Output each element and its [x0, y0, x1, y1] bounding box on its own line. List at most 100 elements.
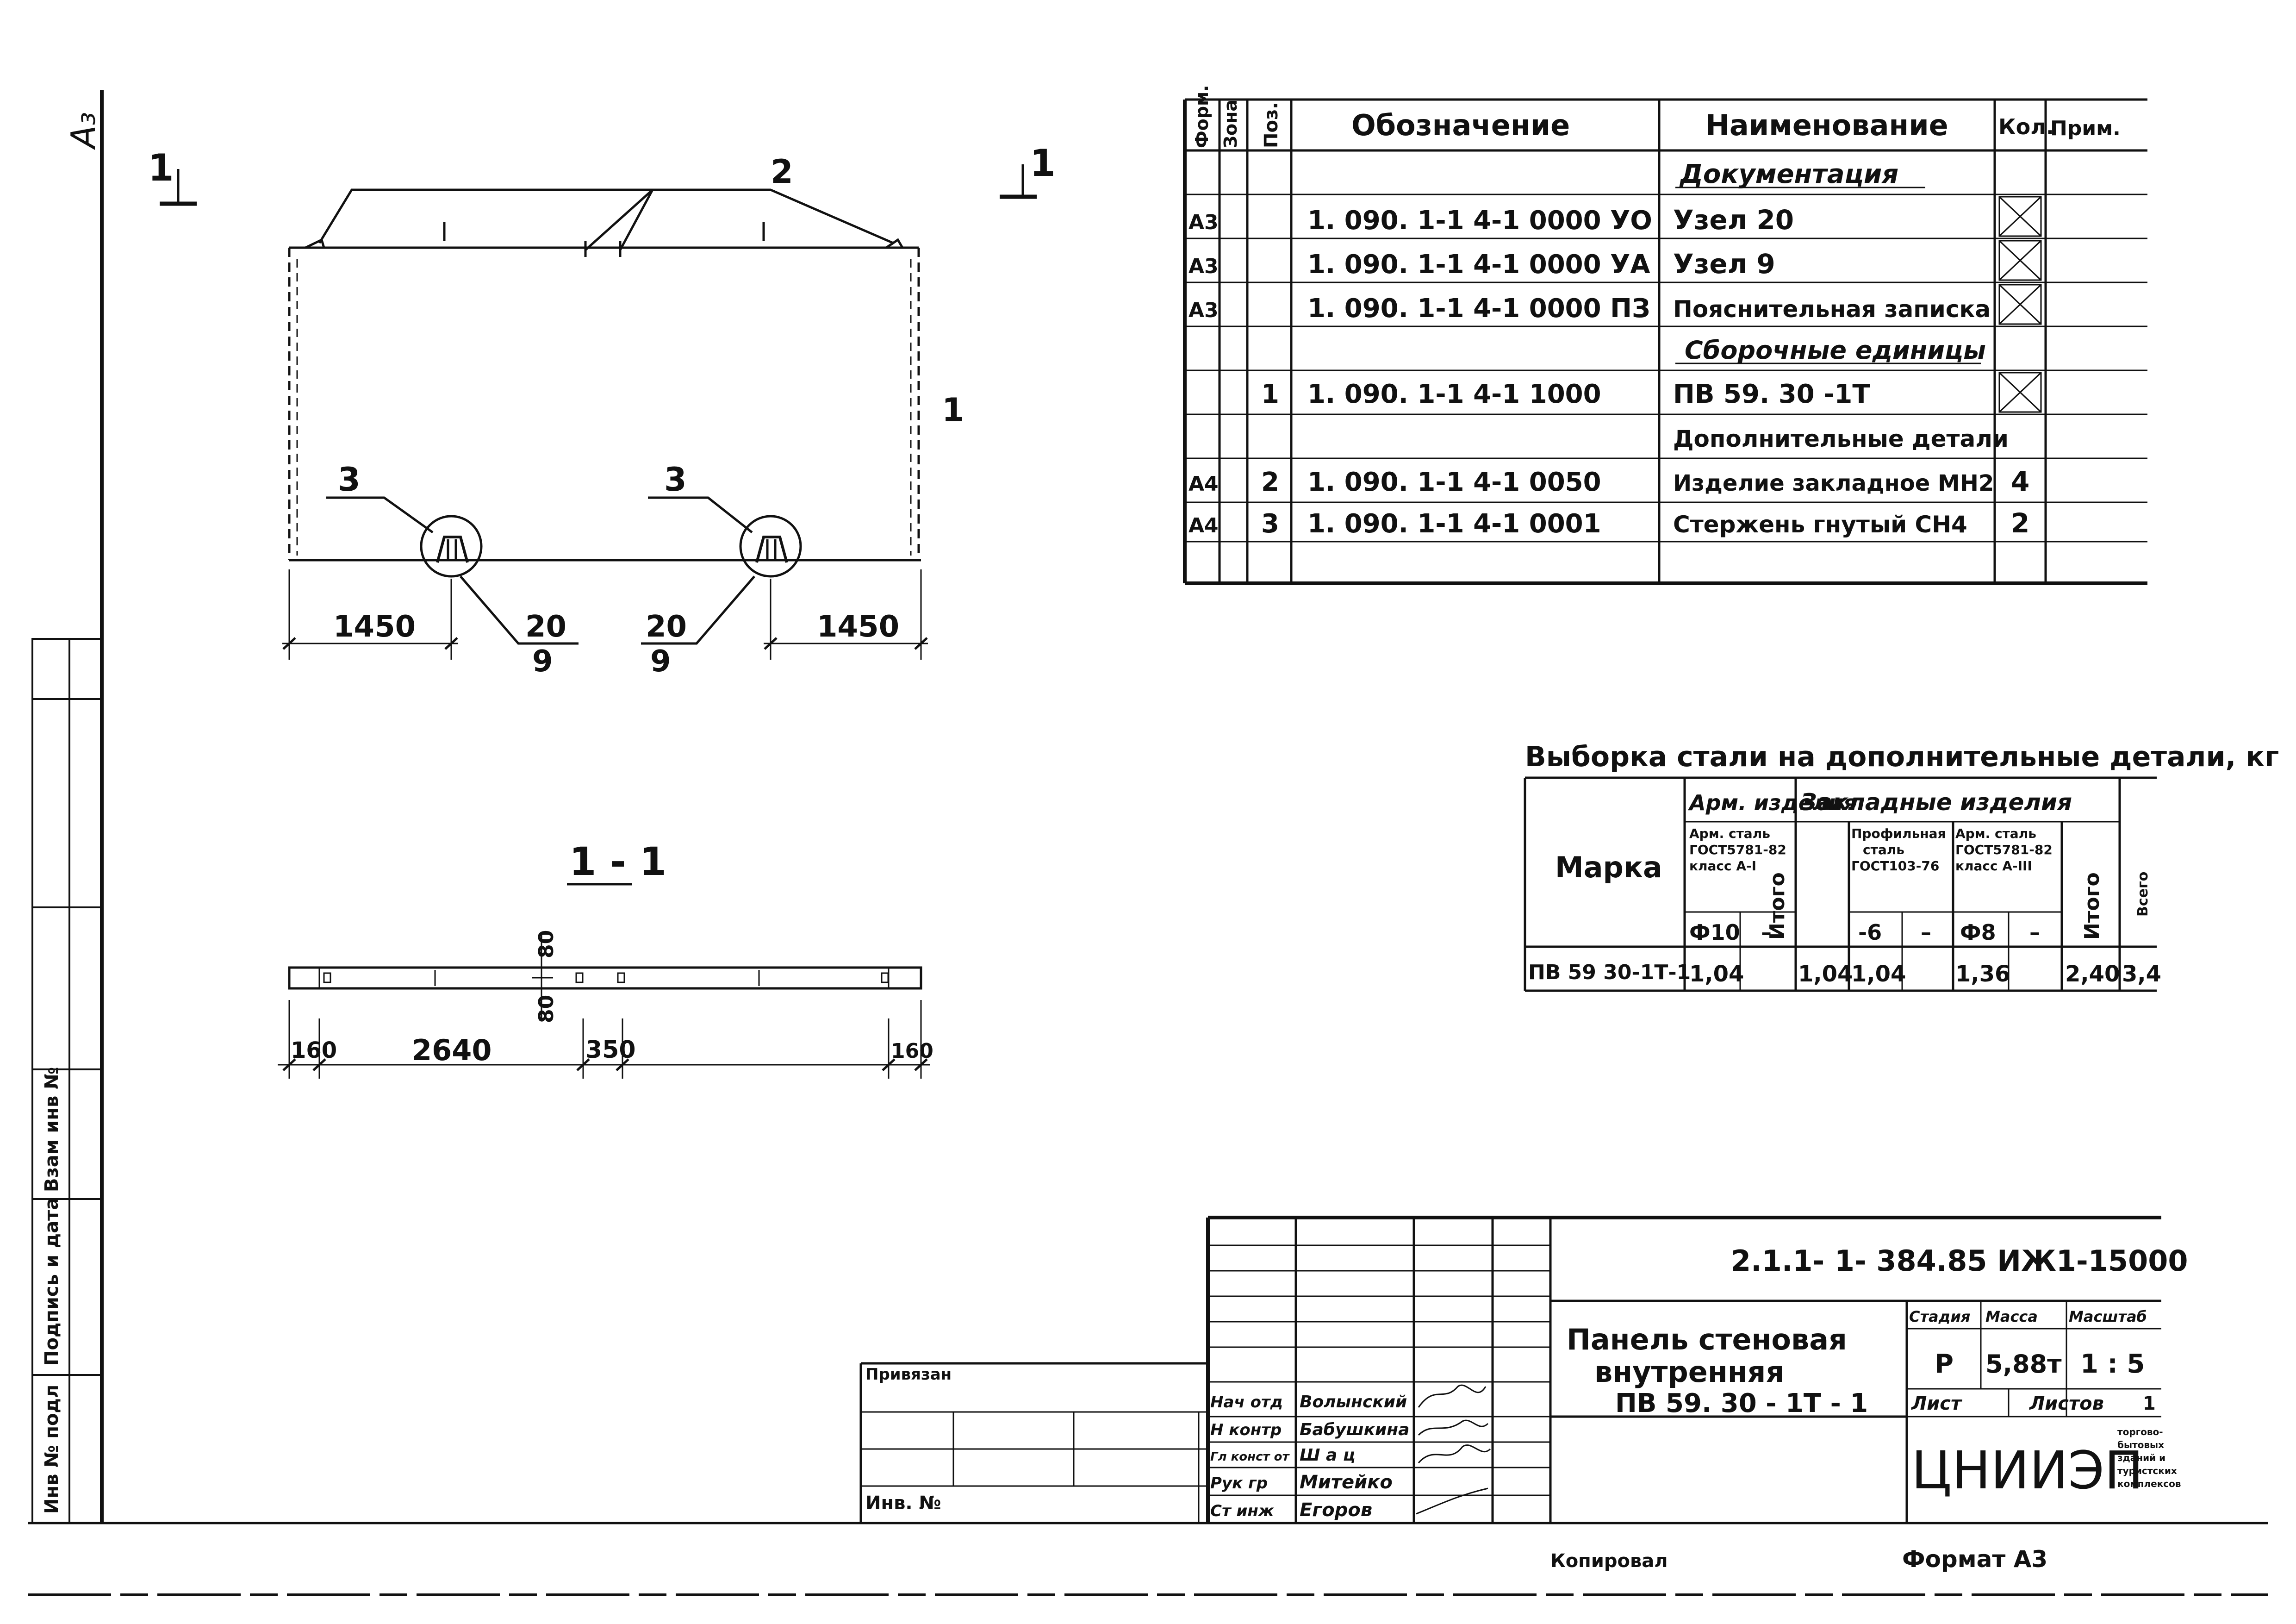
stamp-org-sub4: туристских [2117, 1465, 2177, 1476]
spec-header-zone: Зона [1220, 100, 1241, 148]
steel-arm-line2: ГОСТ5781-82 [1689, 842, 1786, 857]
signature-5 [1416, 1487, 1488, 1515]
stamp-role-3: Рук гр [1210, 1474, 1268, 1493]
spec-header-note: Прим. [2050, 117, 2121, 140]
spec-row-2-name: Узел 9 [1673, 248, 1775, 280]
signature-2 [1418, 1419, 1489, 1436]
spec-row-8-format: А4 [1188, 514, 1219, 537]
stamp-stage: Р [1935, 1349, 1954, 1379]
stamp-sheet-label: Лист [1911, 1393, 1963, 1414]
panel-plan [160, 164, 1037, 660]
dim-1450-left: 1450 [333, 610, 416, 644]
spec-row-7-format: А4 [1188, 472, 1219, 496]
stamp-title-line3: ПВ 59. 30 - 1Т - 1 [1615, 1388, 1868, 1418]
dim-2640: 2640 [412, 1033, 492, 1067]
side-label-inv: Инв № подл [41, 1385, 62, 1514]
node-ref-right-top: 20 [646, 610, 687, 644]
stamp-scale: 1 : 5 [2080, 1349, 2145, 1379]
spec-header-name: Наименование [1705, 108, 1948, 142]
side-label-replace: Взам инв № [41, 1067, 62, 1192]
steel-row-marka: ПВ 59 30-1Т-1 [1528, 961, 1691, 984]
spec-row-7-name: Изделие закладное МН2 [1673, 470, 1994, 496]
steel-arm2-line3: класс А-III [1955, 858, 2032, 874]
stamp-grid [859, 1216, 2161, 1523]
section-title: 1 - 1 [569, 839, 666, 884]
steel-row-s6: 1,04 [1851, 961, 1906, 987]
side-strip [31, 638, 103, 1524]
signature-3 [1418, 1444, 1491, 1463]
stamp-text: 2.1.1- 1- 384.85 ИЖ1-15000 Панель стенов… [865, 1244, 2188, 1573]
callout-2: 2 [771, 153, 793, 191]
steel-prof-line1: Профильная [1851, 826, 1946, 841]
spec-row-8-qty: 2 [2011, 507, 2029, 539]
stamp-format: Формат А3 [1902, 1546, 2047, 1573]
spec-rows: Документация А3 1. 090. 1-1 4-1 0000 УО … [1188, 159, 2029, 539]
steel-arm-line3: класс А-I [1689, 858, 1756, 874]
spec-row-7-pos: 2 [1261, 467, 1279, 497]
stamp-name-4: Егоров [1300, 1499, 1372, 1521]
section-view [278, 883, 930, 1079]
stamp-role-2: Гл конст от [1210, 1450, 1290, 1464]
steel-sub-dash2: – [1921, 920, 1931, 945]
stamp-scale-label: Масштаб [2069, 1308, 2147, 1325]
spec-row-4-name: Сборочные единицы [1685, 336, 1986, 365]
dim-1450-right: 1450 [817, 610, 899, 644]
spec-row-2-format: А3 [1188, 255, 1219, 278]
spec-row-5-designation: 1. 090. 1-1 4-1 1000 [1307, 379, 1601, 409]
dim-350: 350 [585, 1036, 636, 1064]
section-mark-left: 1 [148, 146, 174, 189]
stamp-org-sub3: зданий и [2117, 1452, 2165, 1463]
callout-1: 1 [942, 391, 964, 429]
stamp-role-4: Ст инж [1210, 1502, 1275, 1520]
spec-row-8-pos: 3 [1261, 509, 1279, 539]
steel-arm-line1: Арм. сталь [1689, 826, 1770, 841]
dim-80-top: 80 [535, 930, 558, 958]
steel-group-arm: Арм. изделия [1688, 790, 1857, 815]
spec-table-grid [1183, 98, 2147, 585]
stamp-inv-no: Инв. № [865, 1493, 941, 1514]
spec-row-1-format: А3 [1188, 211, 1219, 234]
dim-160-right: 160 [891, 1039, 933, 1063]
steel-sub-6: -6 [1858, 920, 1882, 945]
stamp-name-1: Бабушкина [1300, 1420, 1409, 1439]
spec-row-0-name: Документация [1679, 159, 1898, 189]
stamp-sheets-label: Листов [2029, 1393, 2104, 1414]
steel-vsego: Всего [2135, 872, 2151, 917]
spec-row-1-name: Узел 20 [1673, 204, 1794, 236]
steel-col-marka: Марка [1555, 850, 1662, 884]
node-ref-left-bottom: 9 [532, 644, 553, 679]
dim-160-left: 160 [291, 1037, 337, 1063]
callout-3-left: 3 [338, 461, 361, 499]
spec-header-format: Форм. [1192, 85, 1212, 149]
qty-cross-marks [1998, 196, 2042, 413]
stamp-role-0: Нач отд [1210, 1393, 1283, 1412]
stamp-mass-label: Масса [1985, 1308, 2038, 1325]
steel-arm2-line2: ГОСТ5781-82 [1955, 842, 2053, 857]
node-ref-right-bottom: 9 [650, 644, 671, 679]
spec-row-7-qty: 4 [2011, 466, 2029, 497]
dim-80-bottom: 80 [535, 995, 558, 1023]
spec-row-5-pos: 1 [1261, 379, 1279, 409]
stamp-name-3: Митейко [1300, 1472, 1393, 1493]
steel-sub-dash3: – [2029, 920, 2040, 945]
spec-row-7-designation: 1. 090. 1-1 4-1 0050 [1307, 467, 1601, 497]
steel-prof-line3: ГОСТ103-76 [1851, 858, 1939, 874]
side-label-sign: Подпись и дата [41, 1198, 62, 1366]
stamp-org: ЦНИИЭП [1911, 1441, 2143, 1501]
stamp-mass: 5,88т [1985, 1349, 2062, 1379]
steel-sub-d8: Ф8 [1960, 920, 1996, 945]
stamp-copied: Копировал [1550, 1550, 1668, 1572]
spec-header-pos: Поз. [1261, 102, 1282, 148]
node-ref-left-top: 20 [525, 610, 566, 644]
signature-1 [1418, 1384, 1487, 1408]
steel-table-text: Выборка стали на дополнительные детали, … [1525, 741, 2279, 987]
stamp-name-0: Волынский [1300, 1393, 1407, 1412]
callout-3-right: 3 [664, 461, 687, 499]
spec-row-8-name: Стержень гнутый СН4 [1673, 511, 1967, 538]
spec-row-3-format: А3 [1188, 299, 1219, 322]
steel-itogo-2: Итого [2080, 872, 2104, 940]
stamp-role-1: Н контр [1210, 1421, 1282, 1439]
steel-prof-line2: сталь [1863, 842, 1904, 857]
steel-group-zakl: Закладные изделия [1800, 789, 2072, 816]
spec-header-qty: Кол. [1998, 114, 2054, 139]
